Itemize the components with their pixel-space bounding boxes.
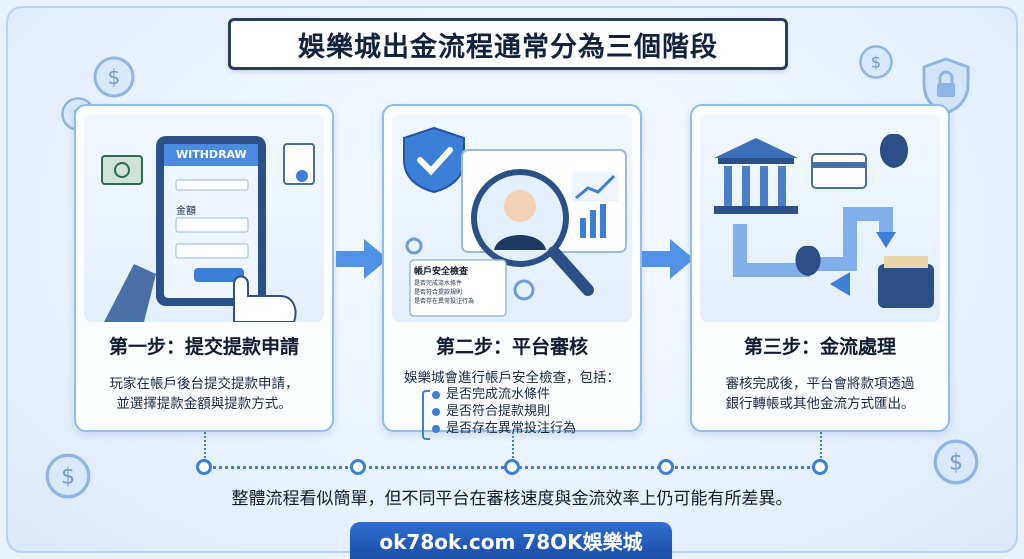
bullet-dot	[432, 390, 440, 399]
list-item: 是否存在異常投注行為	[432, 420, 576, 437]
timeline-dot	[658, 459, 674, 475]
arrow-right-icon	[336, 239, 388, 279]
summary-text: 整體流程看似簡單，但不同平台在審核速度與金流效率上仍可能有所差異。	[231, 489, 793, 509]
site-banner: ok78ok.com 78OK娛樂城	[350, 522, 672, 559]
list-item-label: 是否符合提款規則	[446, 404, 551, 419]
review-illustration: 帳戶安全檢查 是否完成流水條件 是否符合提款規則 是否存在異常投注行為	[392, 114, 632, 322]
step-card-submit: WITHDRAW 金額 第一步：提交提款申請 玩家在帳戶後台提交提款申請， 並選…	[74, 104, 334, 432]
bank-pipeline-icon	[714, 134, 934, 308]
svg-text:$: $	[108, 65, 121, 89]
timeline-dot	[350, 459, 366, 475]
timeline-connector	[204, 432, 206, 458]
step-title: 第二步：平台審核	[435, 336, 588, 358]
list-item: 是否符合提款規則	[432, 403, 576, 420]
list-item-label: 是否完成流水條件	[446, 387, 551, 402]
step-description-intro: 娛樂城會進行帳戶安全檢查，包括：	[404, 370, 620, 386]
panel-item: 是否存在異常投注行為	[414, 298, 475, 305]
panel-item: 是否符合提款規則	[414, 289, 463, 296]
amount-field-label: 金額	[176, 206, 196, 217]
shield-lock-icon	[922, 57, 970, 115]
withdraw-illustration: WITHDRAW 金額	[84, 114, 324, 323]
title-box: 娛樂城出金流程通常分為三個階段	[228, 18, 788, 70]
desc-line: 並選擇提款金額與提款方式。	[116, 396, 292, 412]
magnifier-review-icon	[403, 126, 627, 317]
banner-text: ok78ok.com 78OK娛樂城	[379, 530, 643, 554]
bullet-dot	[432, 407, 440, 416]
desc-line: 審核完成後，平台會將款項透過	[725, 376, 915, 392]
step-title: 第一步：提交提款申請	[108, 336, 299, 358]
bullet-bracket	[422, 390, 430, 440]
tablet-withdraw-icon	[101, 136, 315, 323]
list-item-label: 是否存在異常投注行為	[446, 421, 577, 436]
withdraw-screen-label: WITHDRAW	[176, 148, 247, 161]
panel-title: 帳戶安全檢查	[414, 267, 469, 277]
desc-line: 玩家在帳戶後台提交提款申請，	[109, 376, 299, 392]
coin-icon: $	[45, 453, 91, 499]
step-description: 玩家在帳戶後台提交提款申請， 並選擇提款金額與提款方式。	[76, 374, 332, 414]
step-card-review: 帳戶安全檢查 是否完成流水條件 是否符合提款規則 是否存在異常投注行為 第二步：…	[382, 104, 642, 440]
step-description: 審核完成後，平台會將款項透過 銀行轉帳或其他金流方式匯出。	[692, 374, 948, 414]
desc-line: 銀行轉帳或其他金流方式匯出。	[725, 396, 915, 412]
svg-text:$: $	[871, 53, 881, 72]
svg-text:$: $	[949, 451, 963, 476]
arrow-right-icon	[642, 239, 694, 279]
coin-icon: $	[933, 439, 979, 485]
timeline-dot	[504, 459, 520, 475]
page-title: 娛樂城出金流程通常分為三個階段	[298, 31, 718, 63]
payout-illustration	[700, 114, 940, 322]
svg-text:$: $	[61, 465, 75, 490]
timeline-dot	[196, 459, 212, 475]
panel-item: 是否完成流水條件	[414, 280, 463, 287]
coin-icon: $	[859, 45, 893, 79]
timeline-connector	[512, 432, 514, 458]
security-check-panel: 帳戶安全檢查 是否完成流水條件 是否符合提款規則 是否存在異常投注行為	[414, 264, 504, 306]
coin-icon: $	[93, 56, 135, 98]
bullet-dot	[432, 424, 440, 433]
check-list: 是否完成流水條件 是否符合提款規則 是否存在異常投注行為	[432, 386, 576, 437]
step-card-payout: 第三步：金流處理 審核完成後，平台會將款項透過 銀行轉帳或其他金流方式匯出。	[690, 104, 950, 432]
timeline-dot	[812, 459, 828, 475]
step-title: 第三步：金流處理	[743, 336, 896, 358]
timeline-connector	[820, 432, 822, 458]
list-item: 是否完成流水條件	[432, 386, 576, 403]
